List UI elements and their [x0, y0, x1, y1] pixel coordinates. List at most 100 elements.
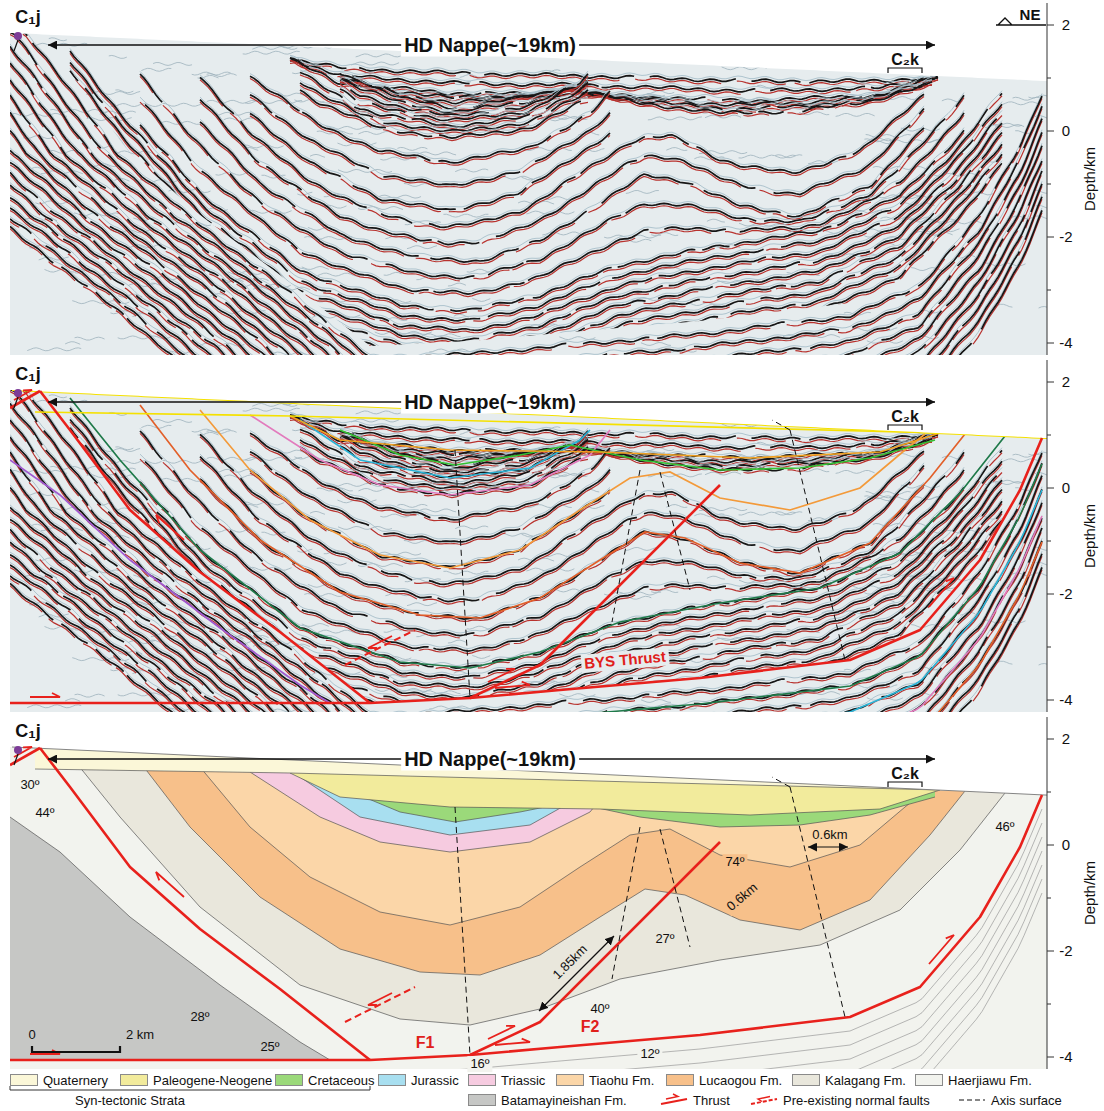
- reflector-peak: [10, 185, 262, 355]
- seismic-reflector: [70, 88, 1002, 355]
- reflector-peak: [340, 74, 932, 113]
- depth-tick: [1047, 488, 1054, 489]
- reflector-peak: [370, 161, 1042, 355]
- reflector-peak: [10, 519, 290, 712]
- nappe-title: HD Nappe(~19km): [401, 391, 579, 414]
- interpreted-horizon: [140, 405, 965, 618]
- reflector-peak: [10, 32, 394, 355]
- interpreted-horizon: [340, 430, 935, 470]
- seismic-noise-trace: [648, 117, 702, 120]
- extent-arrow: [48, 44, 935, 46]
- legend-text: Haerjiawu Fm.: [948, 1074, 1032, 1087]
- well-dot: [14, 746, 22, 754]
- interpreted-horizon: [70, 398, 1005, 668]
- seismic-reflector: [370, 181, 1042, 355]
- seismic-reflector: [10, 195, 250, 355]
- reflector-trough: [10, 449, 342, 712]
- reflector-peak: [10, 27, 406, 355]
- slip-arrow: [495, 1039, 530, 1045]
- reflector-red: [10, 229, 210, 355]
- nappe-title: HD Nappe(~19km): [401, 748, 579, 771]
- axis-surface: [455, 450, 470, 698]
- reflector-trough: [70, 457, 1002, 712]
- interpreted-horizon: [250, 415, 610, 495]
- reflector-peak: [10, 420, 366, 712]
- nappe-title: HD Nappe(~19km): [401, 34, 579, 57]
- reflector-peak: [370, 96, 1042, 355]
- seismic-reflector: [70, 110, 1002, 355]
- reflector-red: [10, 510, 302, 712]
- seismic-noise-trace: [111, 104, 162, 107]
- interpreted-horizon: [10, 460, 330, 703]
- seismic-noise-trace: [472, 656, 490, 659]
- reflector-peak: [300, 440, 588, 488]
- reflector-red: [10, 221, 222, 355]
- depth-tick: [1047, 700, 1054, 701]
- reflector-peak: [300, 83, 588, 131]
- reflector-red: [250, 97, 610, 187]
- seismic-noise-trace: [666, 148, 687, 151]
- well-stick: [14, 754, 18, 765]
- seismic-reflector: [10, 485, 314, 712]
- seismic-noise-trace: [443, 214, 488, 217]
- seismic-noise-trace: [141, 68, 171, 71]
- dimension-arrow: [539, 936, 614, 1011]
- legend-item: Lucaogou Fm.: [666, 1072, 782, 1088]
- seismic-reflector: [70, 68, 1002, 344]
- panel-content: [10, 360, 1047, 712]
- seismic-noise-trace: [641, 699, 671, 702]
- seismic-reflector: [10, 387, 394, 712]
- extent-arrow: [48, 758, 935, 760]
- reflector-red: [250, 116, 610, 212]
- reflector-red: [10, 578, 222, 712]
- reflector-red: [370, 109, 1042, 355]
- reflector-red: [10, 97, 342, 355]
- reflector-trough: [10, 581, 210, 712]
- reflector-trough: [70, 467, 1002, 712]
- seismic-noise-trace: [27, 348, 81, 351]
- reflector-red: [10, 200, 250, 355]
- legend-text: Quaternery: [43, 1074, 108, 1087]
- reflector-trough: [370, 538, 1042, 712]
- thrust-fault: [470, 795, 1042, 1055]
- thrust-fault: [10, 1059, 370, 1062]
- reflector-trough: [10, 505, 302, 712]
- reflector-trough: [70, 417, 1002, 685]
- seismic-reflector: [10, 562, 238, 712]
- seismic-noise-trace: [49, 395, 67, 398]
- legend-swatch: [556, 1074, 584, 1086]
- seismic-noise-trace: [65, 342, 80, 345]
- panel-content: [10, 3, 1047, 355]
- seismic-noise-trace: [443, 571, 488, 574]
- seismic-noise-trace: [297, 192, 312, 195]
- dip-angle: 27º: [655, 932, 674, 946]
- legend-text: Thrust: [693, 1094, 730, 1107]
- seismic-noise-trace: [997, 661, 1012, 664]
- reflector-peak: [370, 210, 1042, 355]
- dip-angle: 16º: [467, 1056, 492, 1072]
- reflector-peak: [10, 95, 342, 355]
- seismic-noise-trace: [707, 219, 725, 222]
- reflector-peak: [140, 74, 964, 279]
- depth-tick: [1047, 131, 1054, 132]
- seismic-noise-trace: [397, 147, 427, 150]
- stratum-code: C₁j: [15, 365, 40, 384]
- reflector-trough: [370, 104, 1042, 355]
- seismic-noise-trace: [1015, 131, 1030, 134]
- depth-axis: [1047, 3, 1048, 355]
- outcrop-bracket: [888, 425, 922, 430]
- reflector-trough: [10, 148, 302, 355]
- legend-text: Kalagang Fm.: [825, 1074, 906, 1087]
- seismic-noise-trace: [109, 55, 127, 58]
- reflector-trough: [370, 159, 1042, 355]
- fault-name: BYS Thrust: [581, 647, 670, 672]
- legend-item: Jurassic: [378, 1072, 459, 1088]
- depth-tick: [1047, 647, 1051, 648]
- seismic-reflector: [10, 216, 222, 355]
- stratum-code: C₂k: [891, 409, 919, 426]
- depth-tick-label: 0: [1062, 837, 1070, 853]
- dip-angle: 28º: [190, 1010, 209, 1024]
- reflector-trough: [370, 194, 1042, 355]
- seismic-reflector: [250, 449, 610, 544]
